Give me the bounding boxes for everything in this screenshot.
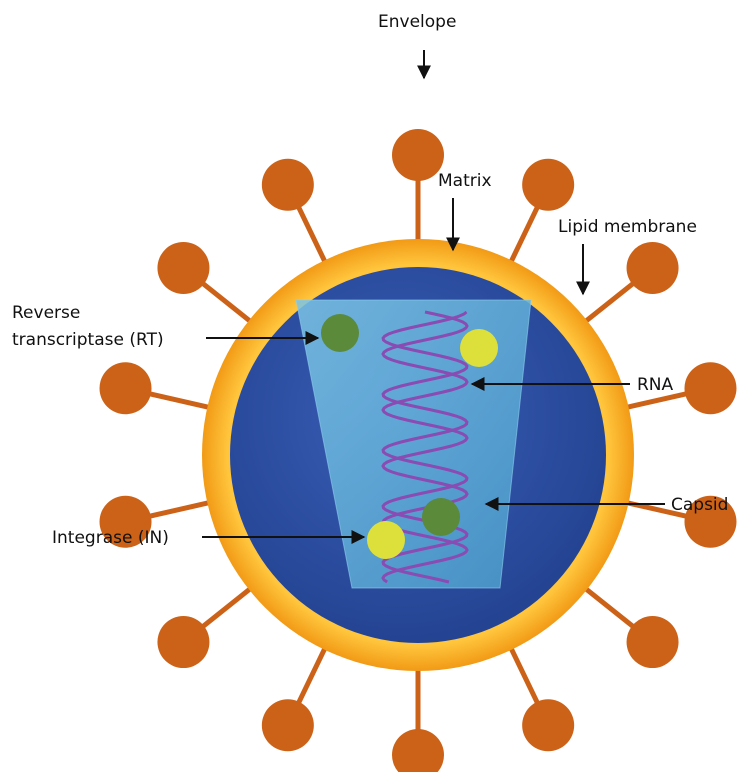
- label-integrase: Integrase (IN): [52, 528, 169, 548]
- spike-knob: [684, 362, 737, 415]
- spike-stem: [504, 638, 541, 707]
- spike-stem: [617, 390, 690, 412]
- spike-knob: [261, 699, 314, 752]
- spike-knob: [392, 729, 444, 772]
- integrase-enzyme: [460, 329, 498, 367]
- spike-stem: [576, 279, 637, 330]
- spike-knob: [157, 616, 210, 669]
- spike-stem: [295, 203, 332, 272]
- integrase-enzyme: [367, 521, 405, 559]
- rt-enzyme: [422, 498, 460, 536]
- spike-stem: [146, 498, 219, 520]
- label-capsid: Capsid: [671, 495, 728, 515]
- label-envelope: Envelope: [378, 12, 456, 32]
- spike-knob: [684, 495, 737, 548]
- spike-stem: [576, 580, 637, 631]
- label-lipid-membrane: Lipid membrane: [558, 217, 697, 237]
- spike-knob: [626, 241, 679, 294]
- label-reverse-transcriptase-line1: Reverse: [12, 303, 80, 323]
- spike-knob: [626, 616, 679, 669]
- capsid-cone: [295, 299, 532, 589]
- spike-stem: [504, 203, 541, 272]
- spike-stem: [199, 580, 260, 631]
- pointer-arrows: [202, 50, 665, 544]
- spike-knob: [261, 158, 314, 211]
- spike-knob: [99, 495, 152, 548]
- envelope-spikes: [99, 129, 737, 772]
- spike-knob: [99, 362, 152, 415]
- spike-stem: [295, 638, 332, 707]
- rna-strand: [381, 310, 469, 584]
- spike-stem: [199, 279, 260, 330]
- rna-strand: [381, 310, 469, 584]
- label-matrix: Matrix: [438, 171, 492, 191]
- spike-knob: [522, 158, 575, 211]
- spike-stem: [146, 390, 219, 412]
- spike-knob: [392, 129, 444, 181]
- spike-knob: [522, 699, 575, 752]
- label-reverse-transcriptase-line2: transcriptase (RT): [12, 330, 164, 350]
- rt-enzyme: [321, 314, 359, 352]
- spike-knob: [157, 241, 210, 294]
- label-rna: RNA: [637, 375, 674, 395]
